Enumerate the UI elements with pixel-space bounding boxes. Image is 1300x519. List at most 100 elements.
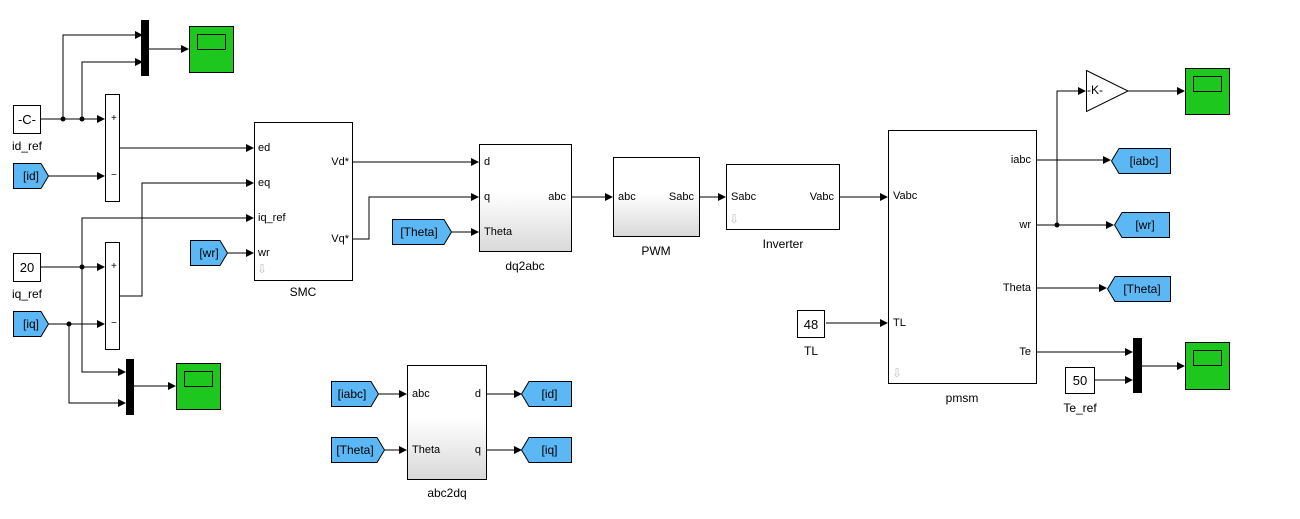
pwm-port-sabc: Sabc: [668, 191, 694, 203]
pmsm-port-vabc: Vabc: [893, 190, 918, 202]
dq2abc-port-theta: Theta: [484, 226, 513, 238]
te-ref-constant-block[interactable]: 50: [1065, 367, 1095, 394]
gain-triangle: [1086, 69, 1130, 113]
goto-tag-iabc[interactable]: [iabc]: [1111, 148, 1171, 174]
from-tag-iabc[interactable]: [iabc]: [331, 381, 379, 407]
tag-shape: [13, 163, 49, 189]
from-tag-theta[interactable]: [Theta]: [392, 219, 452, 245]
plus-sign: +: [111, 113, 117, 124]
gain-block[interactable]: -K-: [1086, 69, 1130, 113]
gain-label: -K-: [1087, 83, 1103, 97]
pmsm-block-name: pmsm: [945, 391, 979, 405]
pwm-block-name: PWM: [641, 244, 671, 258]
scope-block-q[interactable]: [176, 363, 221, 410]
id-ref-constant-block[interactable]: -C-: [13, 105, 41, 134]
junction-dot: [79, 116, 85, 122]
smc-port-vd: Vd*: [331, 156, 349, 168]
tag-label: [iq]: [22, 317, 39, 331]
minus-sign: −: [111, 170, 117, 181]
from-tag-wr[interactable]: [wr]: [190, 240, 228, 266]
dq2abc-block-name: dq2abc: [505, 259, 545, 273]
iq-ref-label: iq_ref: [11, 287, 43, 301]
pmsm-port-wr: wr: [1019, 219, 1031, 231]
tag-shape: [1114, 212, 1170, 238]
tag-label: [id]: [22, 169, 39, 183]
abc2dq-subsystem-block[interactable]: abc Theta d q: [407, 365, 487, 480]
from-tag-theta-2[interactable]: [Theta]: [331, 437, 385, 463]
sum-block-d[interactable]: + −: [105, 94, 120, 202]
abc2dq-port-q: q: [474, 444, 481, 456]
abc2dq-port-d: d: [474, 388, 481, 400]
smc-port-iq-ref: iq_ref: [258, 212, 286, 224]
from-tag-iq[interactable]: [iq]: [13, 311, 49, 337]
te-ref-label: Te_ref: [1063, 401, 1097, 415]
scope-block-te[interactable]: [1185, 342, 1230, 390]
goto-tag-theta[interactable]: [Theta]: [1107, 276, 1171, 302]
minus-sign: −: [111, 318, 117, 329]
tag-shape: [1111, 148, 1171, 174]
tl-constant-block[interactable]: 48: [797, 310, 825, 338]
tag-shape: [521, 381, 572, 407]
inverter-port-vabc: Vabc: [809, 191, 834, 203]
inverter-subsystem-block[interactable]: Sabc Vabc ⇩: [726, 164, 840, 230]
id-ref-label: id_ref: [11, 139, 43, 153]
scope-screen: [197, 34, 226, 50]
pmsm-subsystem-block[interactable]: Vabc TL iabc wr Theta Te ⇩: [888, 130, 1037, 384]
goto-tag-wr[interactable]: [wr]: [1114, 212, 1170, 238]
tag-label: [Theta]: [400, 225, 438, 239]
dq2abc-port-d: d: [484, 156, 491, 168]
tag-shape: [392, 219, 452, 245]
from-tag-id[interactable]: [id]: [13, 163, 49, 189]
tag-label: [Theta]: [336, 443, 374, 457]
mux-block-te[interactable]: [1133, 338, 1142, 393]
tag-shape: [13, 311, 49, 337]
tag-label: [iabc]: [1129, 154, 1159, 168]
smc-port-ed: ed: [258, 142, 271, 154]
tl-label: TL: [803, 344, 819, 358]
tag-shape: [521, 437, 572, 463]
scope-block-iabc[interactable]: [1185, 68, 1230, 115]
abc2dq-port-theta: Theta: [412, 444, 441, 456]
iq-ref-constant-block[interactable]: 20: [13, 253, 41, 282]
tag-shape: [1107, 276, 1171, 302]
smc-block-name: SMC: [289, 285, 317, 299]
tag-label: [wr]: [199, 246, 219, 260]
abc2dq-port-abc: abc: [412, 388, 430, 400]
smc-port-eq: eq: [258, 177, 271, 189]
library-link-icon: ⇩: [729, 212, 740, 226]
tag-label: [Theta]: [1123, 282, 1161, 296]
scope-screen: [184, 371, 213, 387]
tag-shape: [331, 437, 385, 463]
junction-dot: [60, 116, 66, 122]
pmsm-port-te: Te: [1019, 346, 1031, 358]
goto-tag-id[interactable]: [id]: [521, 381, 572, 407]
dq2abc-port-q: q: [484, 191, 491, 203]
tag-label: [id]: [541, 387, 558, 401]
library-link-icon: ⇩: [892, 366, 903, 380]
pwm-port-abc: abc: [618, 191, 636, 203]
tag-shape: [190, 240, 228, 266]
junction-dot: [66, 321, 72, 327]
junction-dot: [79, 264, 85, 270]
pmsm-port-theta: Theta: [1002, 282, 1031, 294]
scope-block-d[interactable]: [189, 26, 234, 73]
abc2dq-block-name: abc2dq: [427, 486, 467, 500]
sum-block-q[interactable]: + −: [105, 242, 120, 350]
library-link-icon: ⇩: [257, 262, 268, 276]
pwm-subsystem-block[interactable]: abc Sabc: [613, 157, 700, 237]
pmsm-port-iabc: iabc: [1010, 154, 1031, 166]
plus-sign: +: [111, 261, 117, 272]
mux-block-q[interactable]: [126, 359, 134, 415]
inverter-port-sabc: Sabc: [731, 191, 757, 203]
scope-screen: [1193, 76, 1222, 92]
inverter-block-name: Inverter: [762, 237, 804, 251]
smc-port-vq: Vq*: [331, 233, 349, 245]
mux-block-d[interactable]: [141, 20, 149, 76]
smc-port-wr: wr: [258, 247, 270, 259]
smc-subsystem-block[interactable]: ed eq iq_ref wr Vd* Vq* ⇩: [254, 122, 353, 281]
tag-label: [wr]: [1135, 218, 1155, 232]
dq2abc-subsystem-block[interactable]: d q Theta abc: [479, 144, 572, 252]
scope-screen: [1193, 350, 1222, 366]
goto-tag-iq[interactable]: [iq]: [521, 437, 572, 463]
